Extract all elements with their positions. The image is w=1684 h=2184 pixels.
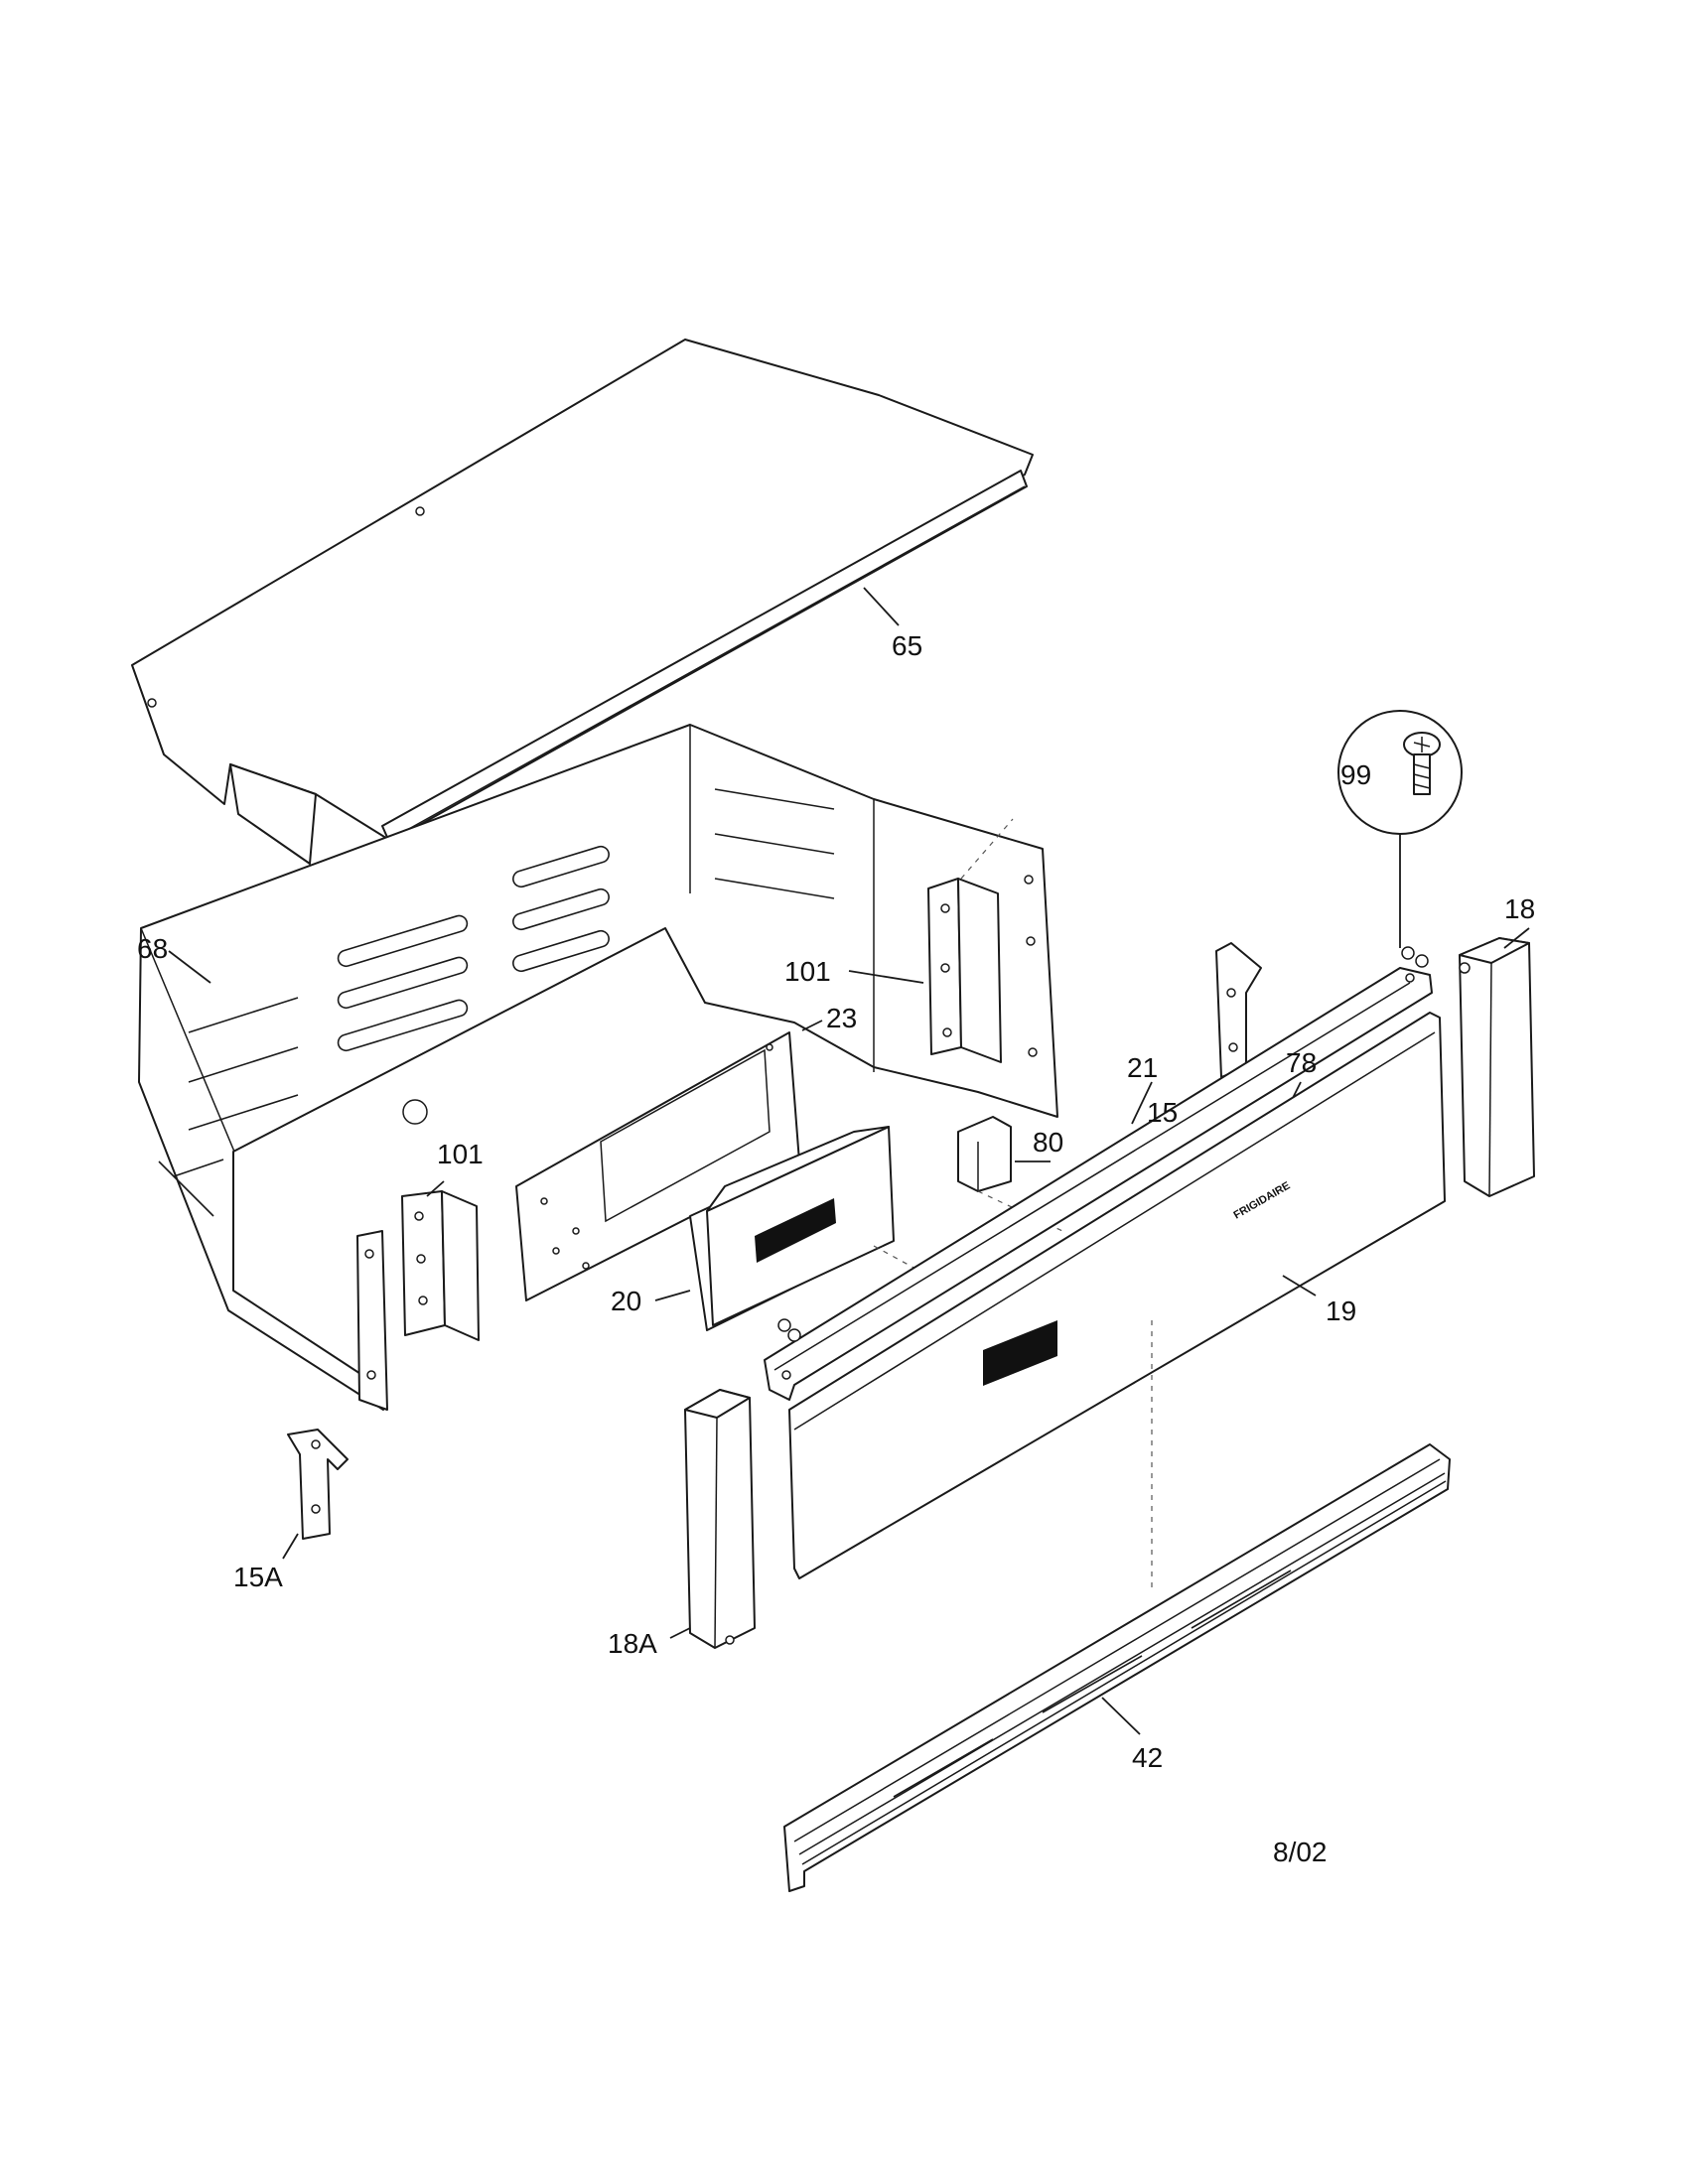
leader-23 — [801, 1020, 823, 1031]
part-18A-end-cap — [684, 1389, 756, 1649]
callout-15: 15 — [1147, 1097, 1178, 1128]
callout-42: 42 — [1132, 1742, 1163, 1773]
callout-15A: 15A — [233, 1562, 283, 1592]
callout-101-lower: 101 — [437, 1139, 484, 1169]
part-65-top-cover — [131, 339, 1034, 865]
leader-15A — [282, 1533, 299, 1560]
part-101-bracket-right — [927, 818, 1014, 1063]
callout-20: 20 — [611, 1286, 641, 1316]
part-101-bracket-left — [401, 1190, 480, 1341]
callout-21: 21 — [1127, 1052, 1158, 1083]
leader-18 — [1503, 927, 1530, 949]
part-18-end-cap — [1459, 937, 1535, 1197]
leader-42 — [1101, 1697, 1141, 1735]
callout-19: 19 — [1326, 1296, 1356, 1326]
callout-101-upper: 101 — [784, 956, 831, 987]
date-code: 8/02 — [1273, 1837, 1328, 1867]
leader-18A — [669, 1627, 691, 1639]
leader-68 — [168, 950, 211, 984]
leader-101-upper — [848, 970, 924, 984]
part-21-trim-bar — [764, 967, 1433, 1401]
part-19-front-panel: FRIGIDAIRE — [788, 1012, 1446, 1588]
callout-18A: 18A — [608, 1628, 657, 1659]
leader-20 — [654, 1290, 691, 1301]
part-15A-bracket — [287, 1429, 349, 1540]
callout-99: 99 — [1340, 759, 1371, 790]
part-20-electronic-control — [689, 1126, 929, 1331]
part-68-housing — [138, 724, 1058, 1411]
part-99-screw-detail — [1337, 710, 1463, 968]
callout-68: 68 — [137, 933, 168, 964]
part-42-kick-strip — [783, 1443, 1451, 1892]
callout-23: 23 — [826, 1003, 857, 1033]
callout-18: 18 — [1504, 893, 1535, 924]
leader-65 — [863, 587, 900, 626]
callout-65: 65 — [892, 630, 922, 661]
callout-78: 78 — [1286, 1047, 1317, 1078]
leader-19 — [1282, 1275, 1317, 1297]
leader-21 — [1131, 1081, 1153, 1125]
callout-80: 80 — [1033, 1127, 1063, 1158]
leader-101-lower — [426, 1180, 445, 1197]
